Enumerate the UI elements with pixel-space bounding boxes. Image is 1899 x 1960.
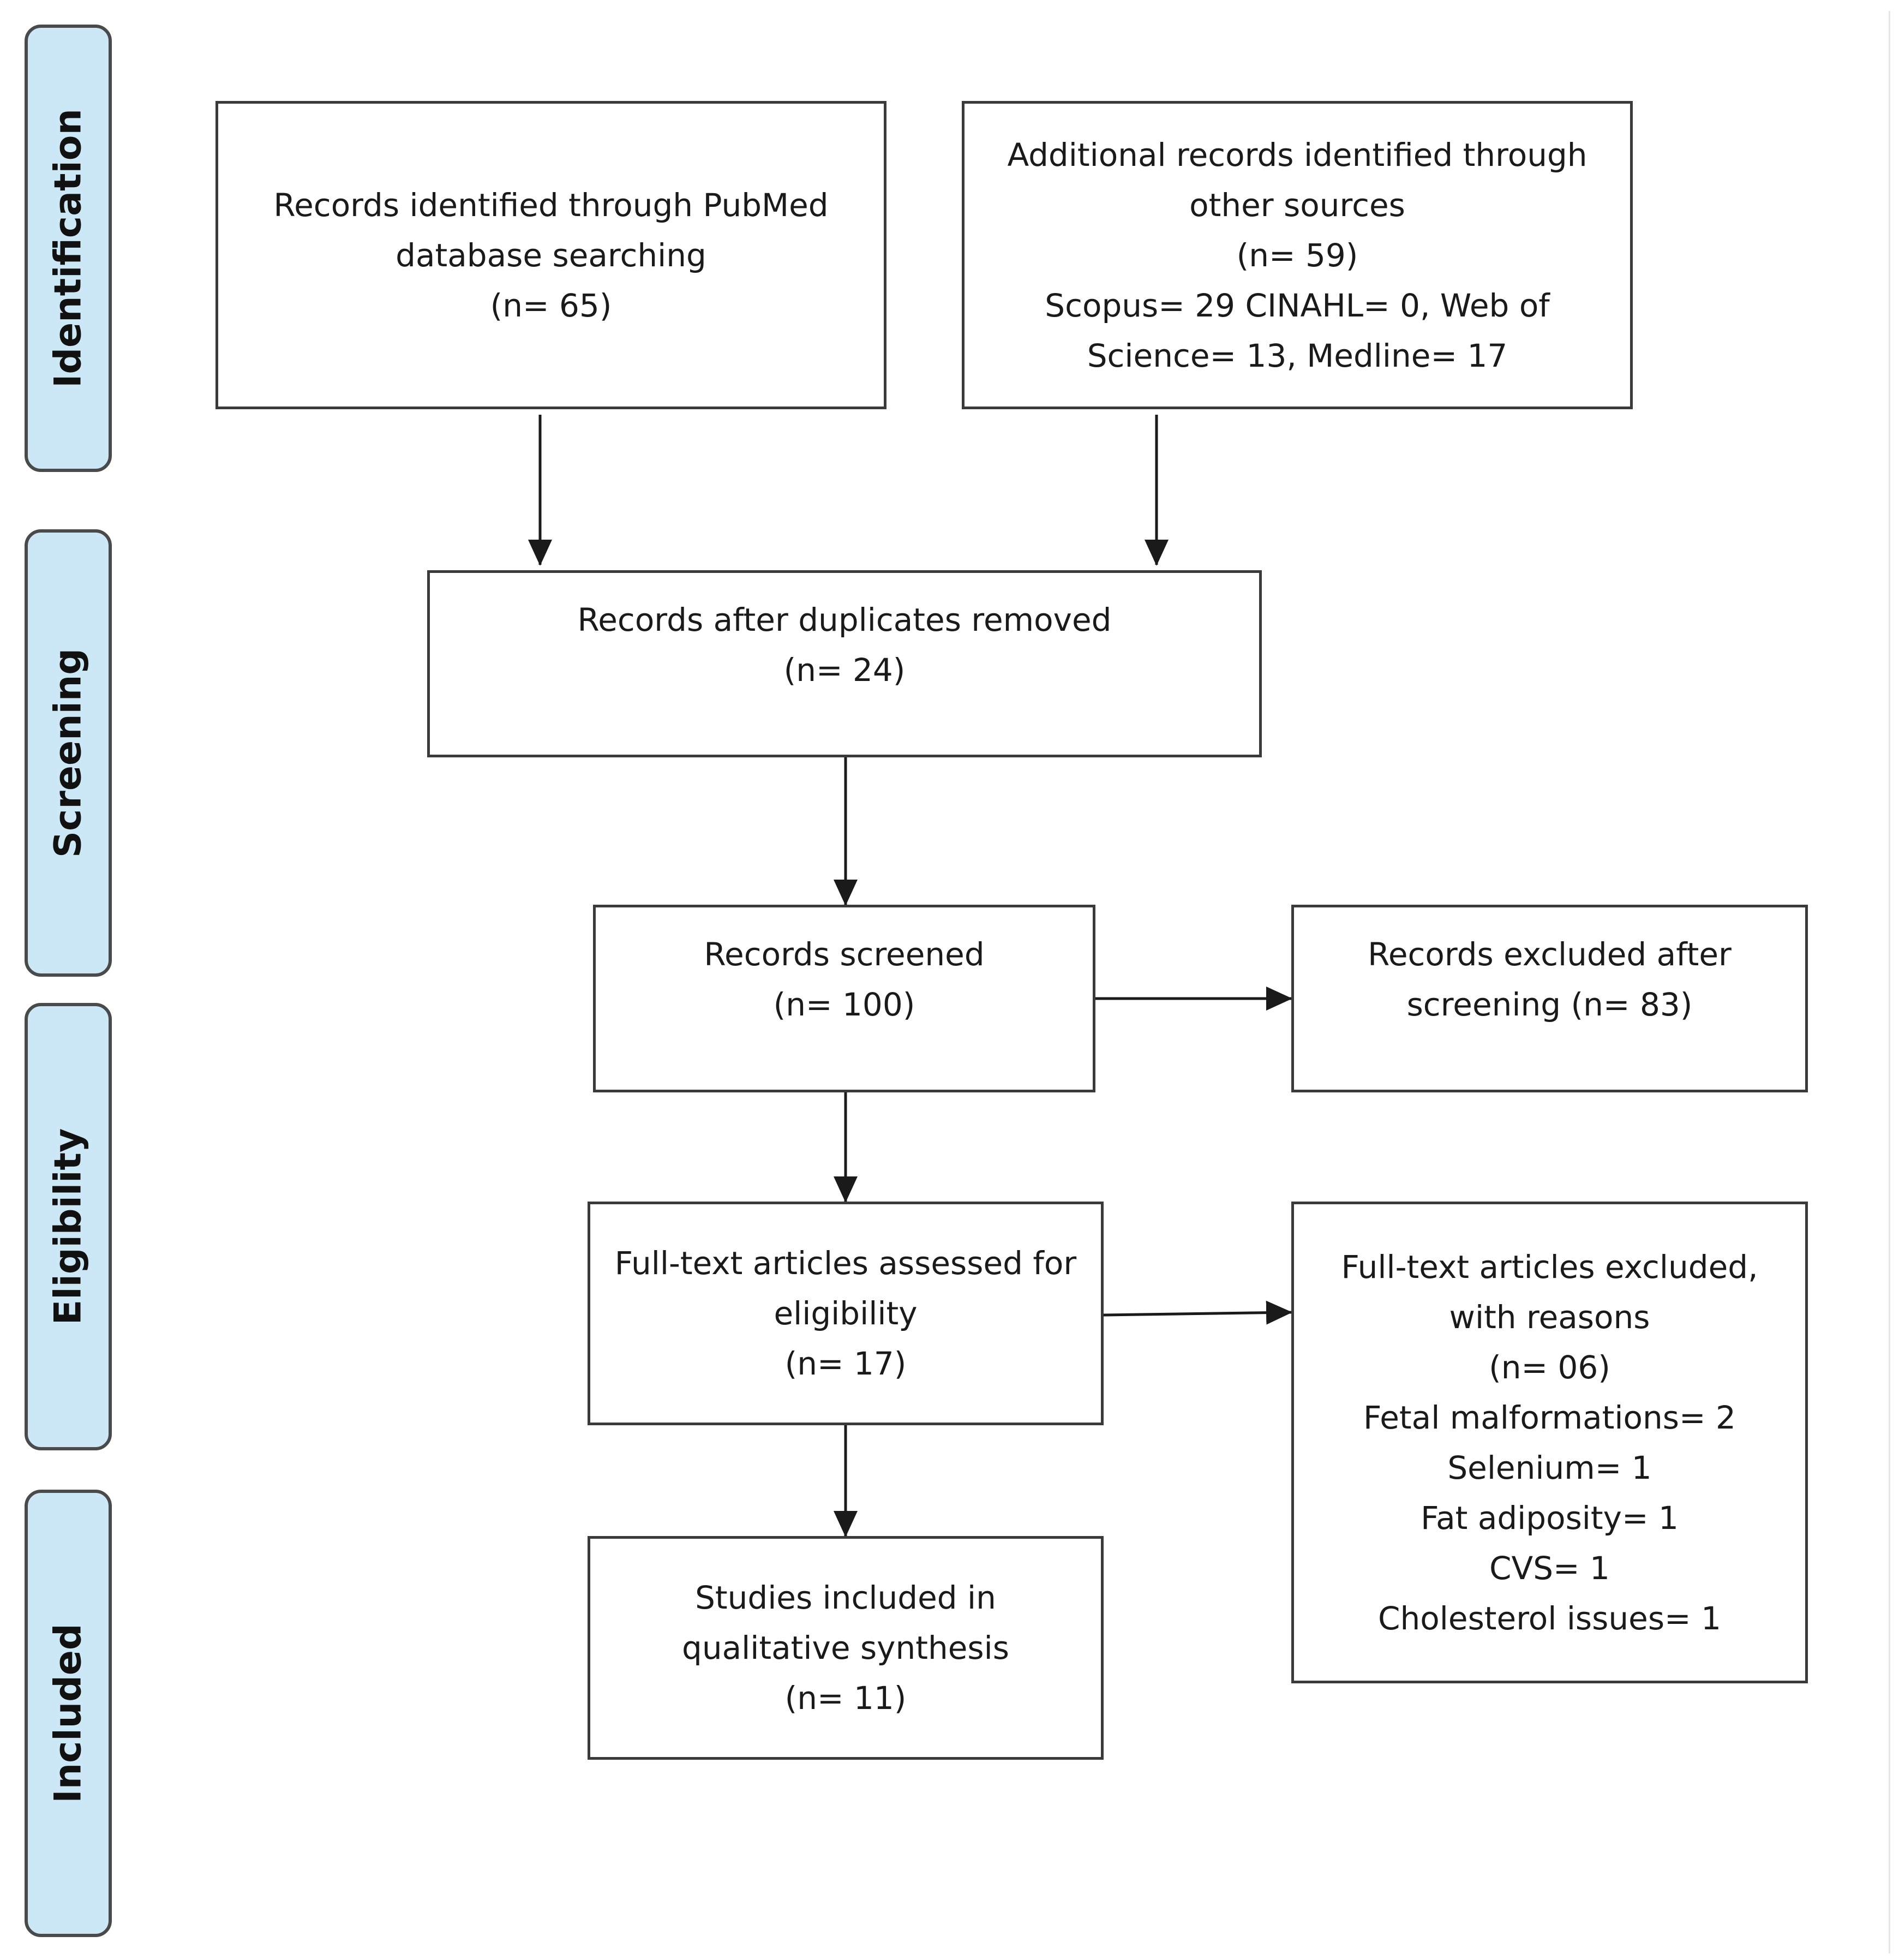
- arrow-fulltext-to-excluded: [1103, 1300, 1292, 1325]
- box-line: CVS= 1: [1489, 1549, 1610, 1587]
- box-line: screening (n= 83): [1406, 986, 1693, 1023]
- box-line: Studies included in: [695, 1579, 996, 1616]
- box-line: (n= 65): [490, 286, 612, 324]
- box-line: (n= 59): [1236, 236, 1358, 274]
- right-edge-rule: [1889, 11, 1890, 1953]
- box-records-excluded: Records excluded after screening (n= 83): [1291, 905, 1808, 1092]
- box-line: Full-text articles excluded,: [1341, 1248, 1758, 1286]
- box-line: Records after duplicates removed: [577, 601, 1112, 638]
- box-line: Records screened: [704, 936, 985, 973]
- box-line: qualitative synthesis: [682, 1629, 1009, 1666]
- box-line: with reasons: [1449, 1298, 1650, 1336]
- box-line: Full-text articles assessed for: [614, 1245, 1077, 1282]
- box-line: Cholesterol issues= 1: [1378, 1599, 1721, 1637]
- box-line: database searching: [396, 236, 706, 274]
- box-fulltext-assessed: Full-text articles assessed for eligibil…: [588, 1202, 1104, 1425]
- stage-eligibility: Eligibility: [25, 1003, 112, 1450]
- box-line: (n= 17): [784, 1345, 907, 1382]
- box-line: (n= 24): [783, 652, 906, 689]
- box-line: Science= 13, Medline= 17: [1087, 337, 1508, 374]
- box-line: Selenium= 1: [1447, 1449, 1652, 1486]
- box-records-screened: Records screened (n= 100): [593, 905, 1095, 1092]
- box-line: Scopus= 29 CINAHL= 0, Web of: [1045, 286, 1550, 324]
- box-line: (n= 11): [784, 1680, 907, 1717]
- box-line: eligibility: [774, 1295, 918, 1332]
- box-pubmed-records: Records identified through PubMed databa…: [215, 101, 886, 409]
- box-line: Fetal malformations= 2: [1363, 1399, 1736, 1436]
- box-duplicates-removed: Records after duplicates removed (n= 24): [427, 570, 1262, 757]
- box-line: (n= 06): [1489, 1348, 1610, 1386]
- box-line: other sources: [1189, 186, 1405, 224]
- box-fulltext-excluded: Full-text articles excluded, with reason…: [1291, 1202, 1808, 1683]
- box-line: Fat adiposity= 1: [1421, 1499, 1679, 1537]
- stage-identification: Identification: [25, 25, 112, 472]
- box-line: (n= 100): [773, 986, 915, 1023]
- stage-screening: Screening: [25, 529, 112, 977]
- box-line: Additional records identified through: [1007, 136, 1588, 174]
- box-studies-included: Studies included in qualitative synthesi…: [588, 1536, 1104, 1760]
- stage-included: Included: [25, 1490, 112, 1937]
- box-other-sources: Additional records identified through ot…: [962, 101, 1633, 409]
- box-line: Records excluded after: [1368, 936, 1732, 973]
- box-line: Records identified through PubMed: [273, 186, 829, 224]
